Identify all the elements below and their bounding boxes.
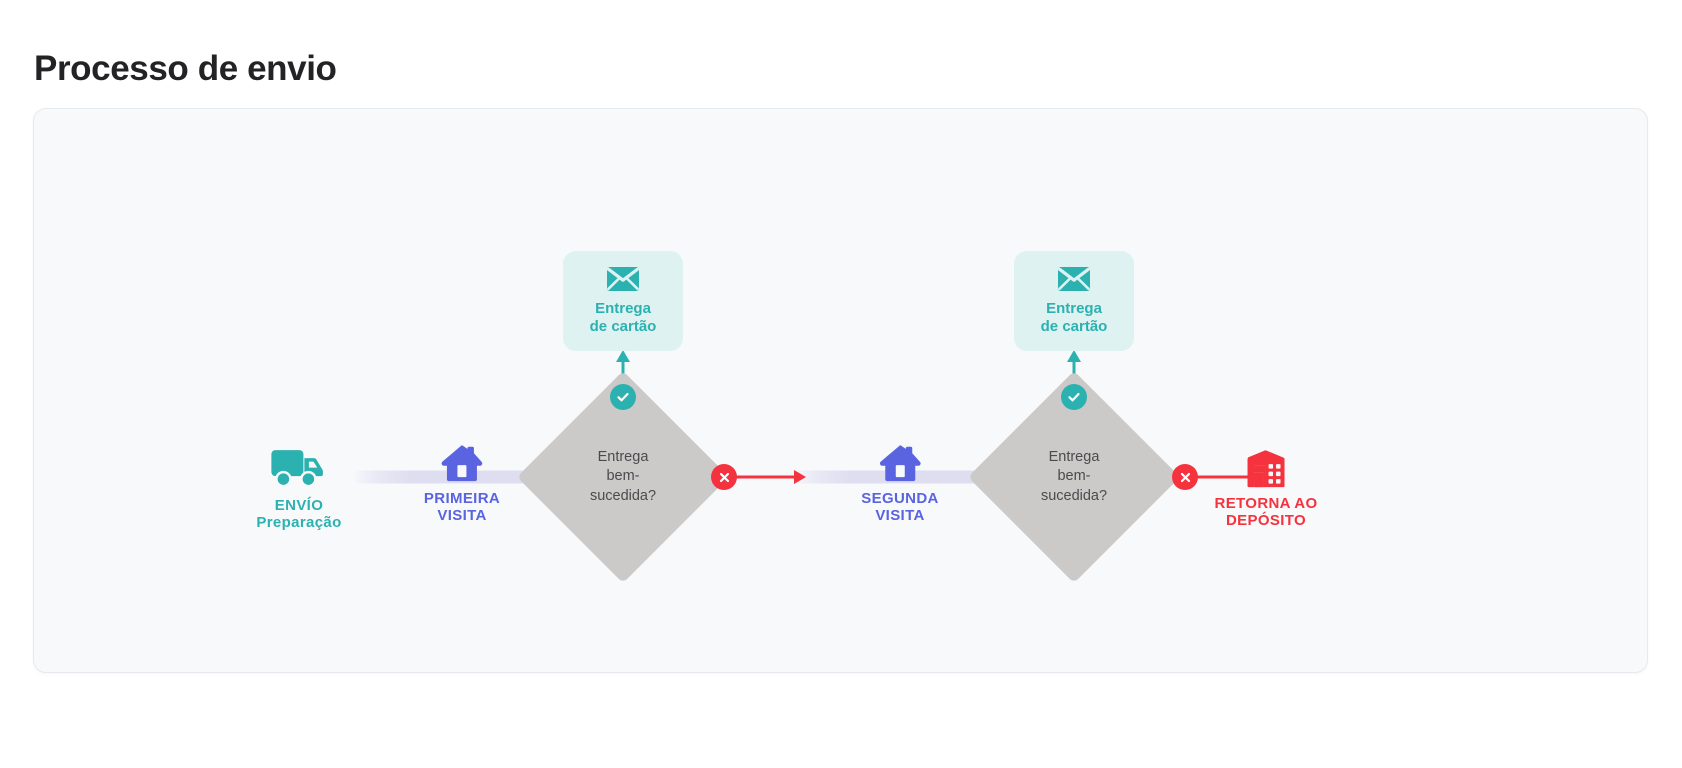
node-first-visit[interactable]: PRIMEIRA VISITA xyxy=(424,443,500,525)
decision-text-2-line1: Entrega xyxy=(1048,448,1100,465)
warehouse-icon xyxy=(1215,448,1318,488)
node-second-visit-label: SEGUNDA VISITA xyxy=(861,490,938,525)
decision-node-1[interactable]: Entrega bem- sucedida? xyxy=(516,370,730,584)
node-card-delivery-1-label-line2: de cartão xyxy=(589,318,657,335)
badge-failure-2 xyxy=(1172,464,1198,490)
house-icon xyxy=(861,443,938,483)
node-card-delivery-2-label-line1: Entrega xyxy=(1046,300,1102,317)
decision-text-2: Entrega bem- sucedida? xyxy=(999,402,1149,552)
node-shipping-label: ENVÍO Preparação xyxy=(256,497,341,532)
node-card-delivery-2-label: Entrega de cartão xyxy=(1041,300,1108,336)
decision-text-1-line2: bem- xyxy=(606,468,640,485)
node-card-delivery-2[interactable]: Entrega de cartão xyxy=(1014,251,1134,351)
flow-canvas: ENVÍO Preparação PRIMEIRA VISITA xyxy=(34,109,1647,672)
node-return-warehouse[interactable]: RETORNA AO DEPÓSITO xyxy=(1215,448,1318,530)
badge-success-2 xyxy=(1061,384,1087,410)
decision-text-2-line3: sucedida? xyxy=(1040,487,1108,504)
node-second-visit-label-line1: SEGUNDA xyxy=(861,490,939,508)
connector-decision1-failure-arrowhead xyxy=(794,470,806,484)
decision-text-2-line2: bem- xyxy=(1057,468,1091,485)
node-return-warehouse-label: RETORNA AO DEPÓSITO xyxy=(1215,495,1318,530)
node-card-delivery-1[interactable]: Entrega de cartão xyxy=(563,251,683,351)
node-first-visit-label: PRIMEIRA VISITA xyxy=(424,490,500,525)
node-first-visit-label-line1: PRIMEIRA xyxy=(423,490,501,508)
node-first-visit-label-line2: VISITA xyxy=(437,507,487,525)
node-card-delivery-2-label-line2: de cartão xyxy=(1040,318,1108,335)
decision-text-1: Entrega bem- sucedida? xyxy=(548,402,698,552)
decision-text-1-line3: sucedida? xyxy=(589,487,657,504)
delivery-truck-icon xyxy=(256,446,341,490)
node-return-warehouse-label-line2: DEPÓSITO xyxy=(1225,512,1307,530)
node-second-visit[interactable]: SEGUNDA VISITA xyxy=(861,443,938,525)
house-icon xyxy=(424,443,500,483)
node-card-delivery-1-label: Entrega de cartão xyxy=(590,300,657,336)
badge-success-1 xyxy=(610,384,636,410)
node-card-delivery-1-label-line1: Entrega xyxy=(595,300,651,317)
node-shipping[interactable]: ENVÍO Preparação xyxy=(256,446,341,532)
connector-decision1-failure-line xyxy=(690,475,802,479)
node-return-warehouse-label-line1: RETORNA AO xyxy=(1214,495,1318,513)
node-shipping-label-line1: ENVÍO xyxy=(274,497,324,515)
node-second-visit-label-line2: VISITA xyxy=(875,507,925,525)
badge-failure-1 xyxy=(711,464,737,490)
connector-decision1-success-arrowhead xyxy=(616,350,630,362)
decision-text-1-line1: Entrega xyxy=(597,448,649,465)
page-title: Processo de envio xyxy=(34,49,337,89)
decision-node-2[interactable]: Entrega bem- sucedida? xyxy=(967,370,1181,584)
envelope-icon xyxy=(606,266,640,292)
envelope-icon xyxy=(1057,266,1091,292)
connector-decision2-failure-line xyxy=(1150,475,1262,479)
diagram-card: ENVÍO Preparação PRIMEIRA VISITA xyxy=(33,108,1648,673)
connector-decision2-success-arrowhead xyxy=(1067,350,1081,362)
node-shipping-label-line2: Preparação xyxy=(256,514,342,532)
